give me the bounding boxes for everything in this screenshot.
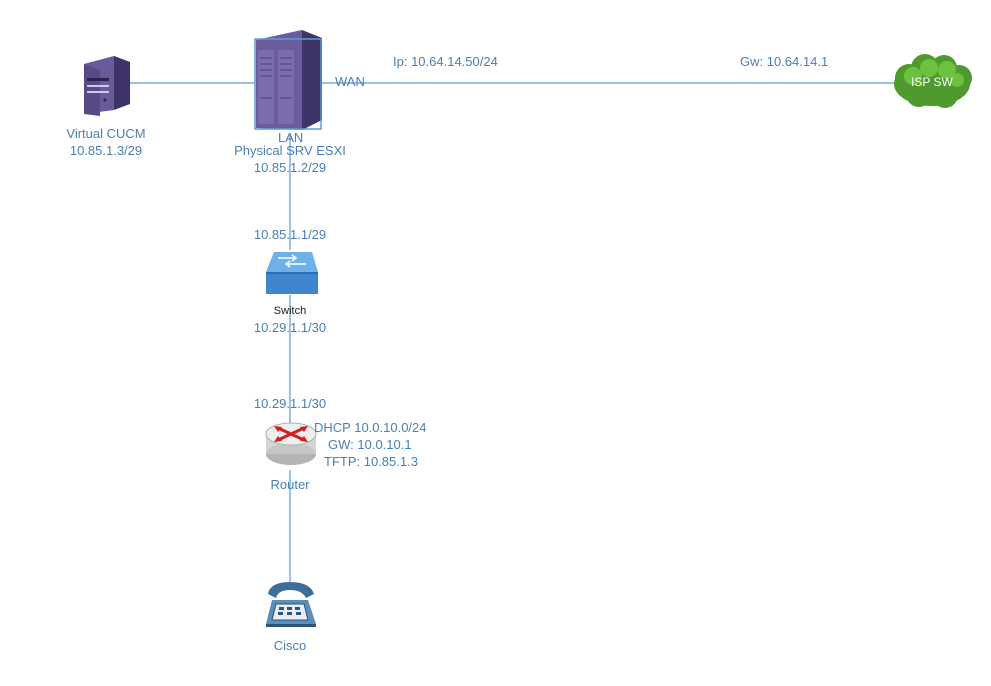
ip-phone[interactable]	[262, 580, 318, 628]
esxi-server[interactable]	[252, 28, 324, 132]
cucm-ip: 10.85.1.3/29	[69, 143, 143, 158]
switch-ip-top: 10.85.1.1/29	[253, 227, 327, 242]
esxi-label: Physical SRV ESXI 10.85.1.2/29	[234, 142, 346, 176]
router-config: DHCP 10.0.10.0/24 GW: 10.0.10.1 TFTP: 10…	[314, 419, 427, 470]
isp-label: ISP SW	[911, 75, 953, 89]
cloud-icon	[894, 54, 972, 108]
switch-name: Switch	[273, 305, 307, 317]
phone-name: Cisco	[273, 638, 307, 653]
cucm-name: Virtual CUCM	[66, 126, 146, 141]
router-gw: GW: 10.0.10.1	[328, 437, 412, 452]
isp-cloud[interactable]: ISP SW	[889, 50, 975, 114]
switch-ip-bottom: 10.29.1.1/30	[253, 320, 327, 335]
network-switch[interactable]	[262, 250, 320, 296]
esxi-ip: 10.85.1.2/29	[253, 160, 327, 175]
esxi-name: Physical SRV ESXI	[234, 143, 346, 158]
router[interactable]	[264, 418, 318, 468]
cucm-label: Virtual CUCM 10.85.1.3/29	[66, 125, 145, 159]
router-name: Router	[270, 477, 310, 492]
wan-gw-label: Gw: 10.64.14.1	[740, 54, 829, 69]
esxi-lan-port: LAN	[278, 130, 304, 145]
router-dhcp: DHCP 10.0.10.0/24	[314, 420, 427, 435]
switch-icon	[266, 252, 318, 294]
cucm-server[interactable]	[78, 52, 134, 116]
phone-icon	[266, 582, 316, 627]
router-tftp: TFTP: 10.85.1.3	[324, 454, 418, 469]
router-icon	[265, 422, 317, 465]
server-rack-icon	[254, 30, 322, 130]
router-ip-top: 10.29.1.1/30	[253, 396, 327, 411]
wan-ip-label: Ip: 10.64.14.50/24	[393, 54, 498, 69]
esxi-wan-port: WAN	[335, 74, 365, 89]
server-tower-icon	[84, 56, 130, 116]
